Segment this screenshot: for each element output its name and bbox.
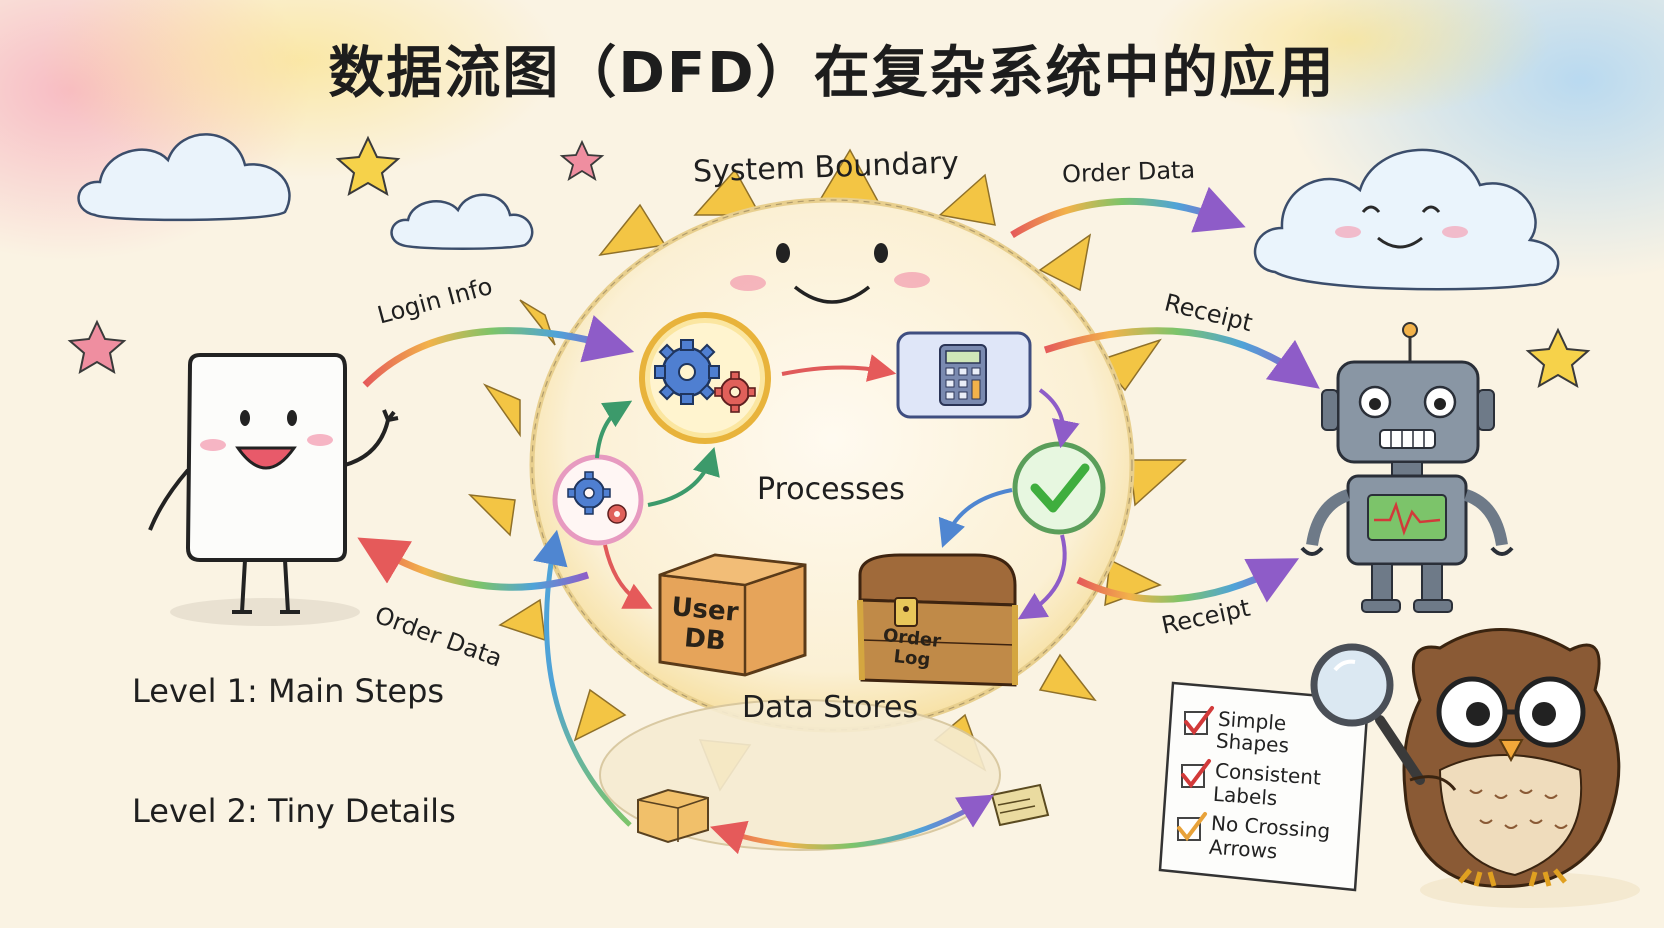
checkbox-icon [1181,759,1211,789]
cloud-icon [390,193,534,250]
gear-icon [567,471,611,515]
flow-arrow [603,544,653,609]
gear-icon [607,504,627,524]
order-data-out-label: Order Data [1061,155,1196,189]
gear-icon [654,339,720,405]
user-db-store [658,553,807,677]
order-log-chest [857,553,1018,687]
flow-arrow [595,400,633,459]
checkmark-icon [1030,463,1090,513]
flow-arrow [1017,534,1067,620]
checkbox-icon [1177,812,1207,842]
level2-label: Level 2: Tiny Details [132,792,456,830]
level2-arrow [710,794,995,855]
checklist-item-1-line2: Shapes [1215,728,1290,758]
receipt-bottom-arrow [1076,558,1300,603]
star-icon [1525,327,1591,389]
order-data-out-arrow [1010,186,1246,238]
owl-character [1310,628,1640,908]
flow-arrow [938,488,1013,548]
checklist-item-3-line2: Arrows [1208,834,1279,864]
flow-arrow [1038,388,1080,449]
level1-label: Level 1: Main Steps [132,672,445,710]
sun-face [730,243,930,304]
check-process [1012,441,1106,535]
checkbox-icon [1184,706,1214,736]
robot-character [1300,322,1514,613]
flow-arrow [781,354,897,382]
order-data-back-arrow [357,537,590,591]
tiny-scroll-icon [990,783,1050,827]
processes-label: Processes [757,472,905,507]
gear-icon [714,371,756,413]
tiny-box-icon [637,788,709,844]
user-character [148,353,399,626]
checklist-paper [1158,681,1370,892]
checklist-item-2-line2: Labels [1212,781,1279,811]
page-title: 数据流图（DFD）在复杂系统中的应用 [328,41,1336,106]
data-stores-label: Data Stores [742,690,919,725]
main-gear-process [639,312,771,444]
star-icon [335,135,401,197]
flow-arrow [647,446,720,507]
receipt-top-arrow [1043,327,1320,389]
cloud-icon [77,133,291,222]
calculator-process [896,331,1032,419]
sun-rays [467,148,1187,792]
cloud-face-icon [1253,148,1560,291]
small-gear-process [552,454,644,546]
login-info-arrow [362,315,635,388]
star-icon [559,139,605,181]
star-icon [67,319,127,375]
magnifying-glass-icon [1310,643,1425,785]
calculator-icon [939,344,987,406]
